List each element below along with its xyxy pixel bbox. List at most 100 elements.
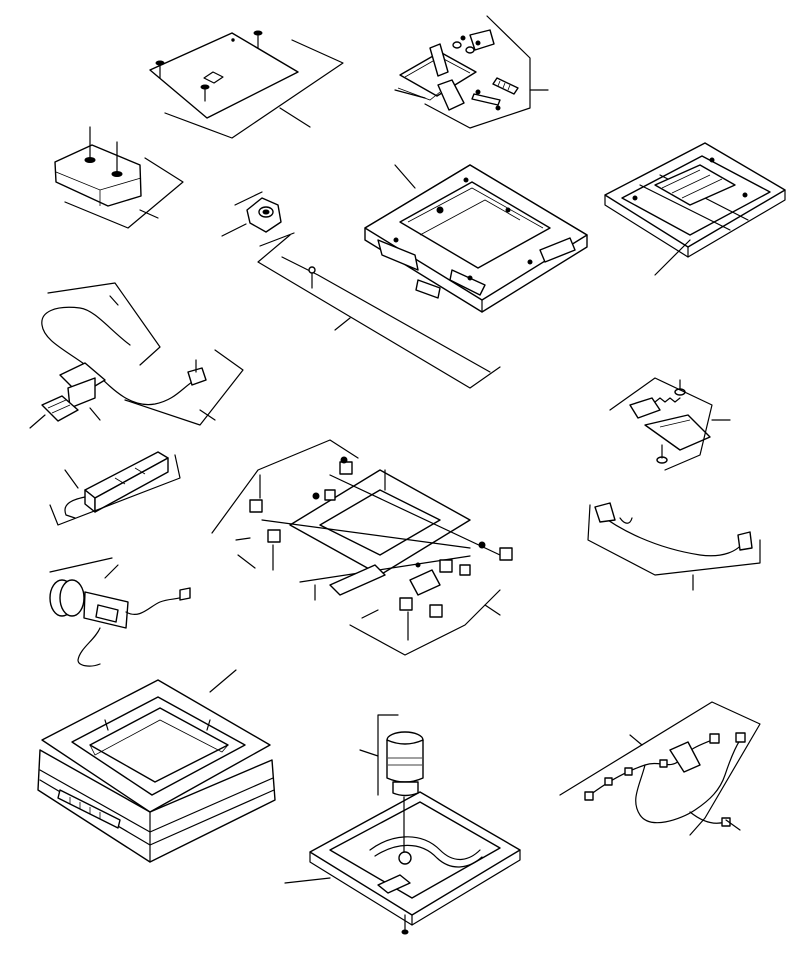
leader-line xyxy=(237,554,256,569)
lever-housing-front xyxy=(67,377,96,409)
right-cable xyxy=(597,512,746,557)
leader-line xyxy=(104,564,119,579)
suspension-block xyxy=(399,597,413,611)
suspension-rod xyxy=(329,474,501,556)
frame-lower-bracket xyxy=(539,237,576,263)
mechanism-bar xyxy=(471,93,501,106)
suspension-group xyxy=(211,439,513,656)
suspension-pin xyxy=(235,537,251,541)
small-bracket-group xyxy=(221,191,295,247)
base-plate-group xyxy=(284,714,521,935)
mechanism-nut xyxy=(452,41,462,49)
shock-absorber-rod xyxy=(392,781,419,797)
switch-box-group xyxy=(49,451,181,526)
harness-tag xyxy=(669,741,701,773)
base-plate-bracket xyxy=(377,874,411,894)
armrest-pad xyxy=(54,144,142,207)
motor-connector xyxy=(95,604,119,623)
long-cable-group xyxy=(257,234,501,389)
base-plate-slot xyxy=(369,836,481,860)
motor-cable xyxy=(125,595,186,615)
group-bracket xyxy=(377,714,399,796)
group-bracket xyxy=(49,454,181,526)
suspension-block xyxy=(324,489,336,501)
slide-rail-carriage xyxy=(654,164,736,206)
cable-connector xyxy=(179,587,191,601)
suspension-block xyxy=(459,564,471,576)
cable-end-clip xyxy=(737,531,753,551)
leader-line xyxy=(89,407,101,421)
plate-arrow-mark xyxy=(203,71,224,84)
motor-cable xyxy=(77,627,101,667)
leader-line xyxy=(654,239,691,276)
suspension-bracket xyxy=(409,569,441,596)
mechanism-spring xyxy=(492,77,519,95)
suspension-block xyxy=(439,559,453,573)
slide-rail-group xyxy=(604,142,786,276)
group-bracket xyxy=(64,157,184,229)
leader-line xyxy=(359,749,379,757)
leader-line xyxy=(484,604,501,616)
harness-connector xyxy=(709,733,720,744)
mechanism-arm xyxy=(437,79,465,111)
harness-connector xyxy=(721,817,731,827)
harness-connector xyxy=(624,767,633,776)
plate-screw xyxy=(253,30,263,49)
leader-line xyxy=(394,164,416,189)
suspension-block xyxy=(249,499,263,513)
lever-handle xyxy=(41,395,79,422)
mechanism-post xyxy=(429,43,449,77)
seat-frame-opening xyxy=(399,181,551,269)
right-lever-group xyxy=(609,377,731,471)
group-bracket xyxy=(211,439,359,534)
group-bracket xyxy=(349,589,501,656)
harness-connector xyxy=(735,732,746,743)
group-bracket xyxy=(257,234,501,389)
leader-line xyxy=(629,734,643,746)
suspension-pin xyxy=(361,609,379,619)
harness-connector xyxy=(659,759,668,768)
lever-spring xyxy=(654,397,681,403)
leader-line xyxy=(209,669,237,693)
shock-absorber-body xyxy=(386,739,424,783)
mechanism-nut xyxy=(465,46,475,54)
wire-harness-group xyxy=(559,701,761,836)
motor-group xyxy=(49,557,191,667)
suspension-cross-bar xyxy=(329,564,386,596)
right-cable-group xyxy=(587,502,761,591)
right-lever xyxy=(644,414,711,451)
suspension-rod xyxy=(261,519,471,549)
switch-wire xyxy=(64,496,86,519)
top-plate xyxy=(149,32,299,119)
armrest-pad-group xyxy=(54,126,184,229)
base-plate-hole xyxy=(398,851,412,865)
plate-screw xyxy=(200,84,210,102)
mechanism-group xyxy=(394,15,549,129)
frame-lower-bracket xyxy=(377,239,419,271)
mechanism-plate xyxy=(469,29,495,51)
suspension-block xyxy=(339,461,353,475)
group-bracket xyxy=(124,349,244,426)
frame-lower-bracket xyxy=(449,269,486,296)
lever-cable-group xyxy=(29,282,244,429)
leader-line xyxy=(109,295,119,306)
leader-line xyxy=(221,223,247,237)
group-bracket xyxy=(424,15,531,129)
leader-line xyxy=(725,819,741,831)
switch-box-side xyxy=(94,457,169,513)
lever-cable xyxy=(41,306,131,373)
suspension-inner xyxy=(319,489,441,556)
suspension-block xyxy=(429,604,443,618)
top-plate-group xyxy=(149,30,344,139)
cable-end-clip xyxy=(594,502,616,523)
group-bracket xyxy=(559,701,761,836)
seat-base-group xyxy=(37,669,276,863)
harness-connector xyxy=(584,791,594,801)
group-bracket xyxy=(164,39,344,139)
leader-line xyxy=(64,469,79,489)
leader-line xyxy=(199,409,216,421)
group-bracket xyxy=(47,282,161,366)
seat-frame-group xyxy=(364,164,588,313)
group-bracket xyxy=(49,557,113,573)
